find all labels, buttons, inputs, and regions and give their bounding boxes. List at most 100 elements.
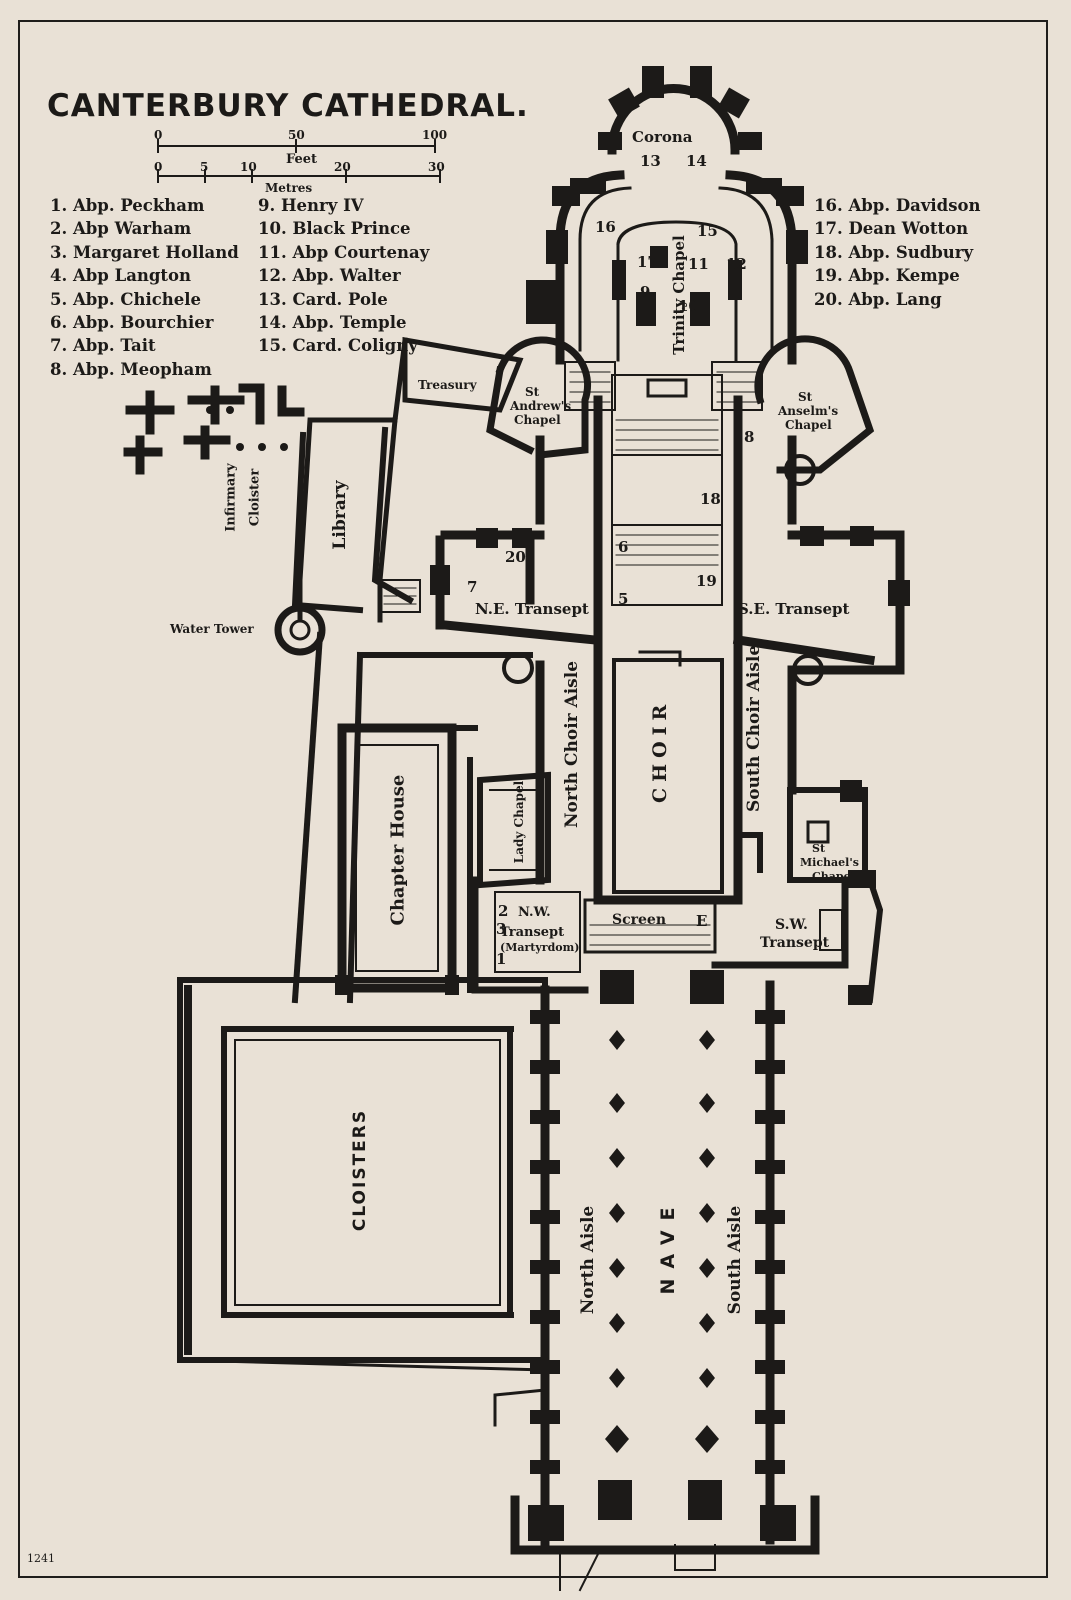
- label-ne-transept: N.E. Transept: [475, 600, 589, 618]
- legend-item: 18. Abp. Sudbury: [814, 242, 974, 262]
- scale-metre-tick-10: 10: [240, 160, 257, 174]
- infirmary-ruins: [123, 383, 305, 475]
- label-chapter-house: Chapter House: [387, 774, 409, 926]
- map-title: CANTERBURY CATHEDRAL.: [47, 88, 529, 124]
- label-nave: NAVE: [657, 1197, 679, 1295]
- plan-number: 2: [498, 902, 509, 920]
- label-treasury: Treasury: [418, 378, 477, 392]
- scale-bar-metres: [157, 169, 441, 183]
- label-st-anselms-1: St: [798, 390, 813, 404]
- scale-feet-label: Feet: [286, 152, 318, 167]
- legend-item: 11. Abp Courtenay: [258, 242, 430, 262]
- scale-feet-tick-0: 0: [154, 128, 163, 142]
- label-st-andrews-1: St: [525, 385, 540, 399]
- nave-aisle-piers: [528, 970, 796, 1541]
- plan-number: 13: [640, 152, 661, 170]
- plan-number: 9: [640, 283, 651, 301]
- label-sw-transept-2: Transept: [760, 935, 830, 951]
- nw-transept: [471, 876, 589, 994]
- legend-item: 8. Abp. Meopham: [50, 359, 212, 379]
- label-south-choir-aisle: South Choir Aisle: [744, 644, 764, 812]
- label-sw-transept-1: S.W.: [775, 917, 808, 933]
- legend-item: 7. Abp. Tait: [50, 336, 156, 356]
- water-tower: [274, 604, 326, 656]
- plan-number: E: [696, 912, 708, 930]
- scale-feet-tick-50: 50: [288, 128, 305, 142]
- scale-bar-feet: [157, 139, 436, 153]
- legend-item: 13. Card. Pole: [258, 289, 388, 309]
- plan-number: 14: [686, 152, 707, 170]
- legend-item: 12. Abp. Walter: [258, 266, 401, 286]
- legend-item: 1. Abp. Peckham: [50, 196, 205, 215]
- scale-metre-tick-30: 30: [428, 160, 445, 174]
- legend-col3: 16. Abp. Davidson 17. Dean Wotton 18. Ab…: [814, 194, 981, 311]
- corona-piers: [526, 66, 808, 326]
- label-cloisters: CLOISTERS: [350, 1108, 370, 1232]
- label-infirmary: Infirmary: [223, 463, 239, 532]
- lady-chapel-walls: [477, 771, 551, 889]
- legend-col1: 1. Abp. Peckham 2. Abp Warham 3. Margare…: [50, 194, 239, 381]
- legend-item: 4. Abp Langton: [50, 266, 192, 286]
- legend-item: 16. Abp. Davidson: [814, 196, 981, 215]
- map-frame: [18, 20, 1048, 1578]
- plan-number: 8: [744, 428, 755, 446]
- legend-item: 10. Black Prince: [258, 219, 411, 239]
- plan-number: 18: [700, 490, 721, 508]
- label-nw-transept-1: N.W.: [518, 905, 551, 920]
- label-st-michaels-3: Chapel: [812, 870, 855, 883]
- choir-stalls: [612, 658, 724, 894]
- scale-metre-tick-20: 20: [334, 160, 351, 174]
- legend-col2: 9. Henry IV 10. Black Prince 11. Abp Cou…: [258, 194, 429, 358]
- scale-metres-label: Metres: [265, 181, 313, 195]
- plan-number: 16: [595, 218, 616, 236]
- label-trinity-chapel: Trinity Chapel: [670, 235, 688, 355]
- plan-number: 17: [637, 253, 658, 271]
- label-choir: CHOIR: [649, 698, 671, 803]
- plan-number: 7: [467, 578, 478, 596]
- label-st-anselms-3: Chapel: [785, 418, 832, 432]
- label-infirmary-cloister: Cloister: [247, 468, 263, 527]
- legend-item: 2. Abp Warham: [50, 219, 192, 239]
- label-screen: Screen: [612, 912, 667, 928]
- label-north-aisle: North Aisle: [578, 1205, 598, 1315]
- plan-number: 3: [496, 920, 507, 938]
- label-st-andrews-3: Chapel: [514, 413, 561, 427]
- plan-number: 10: [678, 297, 699, 315]
- plan-number: 12: [726, 255, 747, 273]
- st-andrews-chapel: [486, 336, 592, 459]
- st-anselms-chapel: [754, 335, 875, 474]
- plan-number: 6: [618, 538, 629, 556]
- label-st-michaels-1: St: [812, 842, 826, 855]
- legend-item: 6. Abp. Bourchier: [50, 312, 214, 332]
- screen: [583, 898, 717, 954]
- label-st-andrews-2: Andrew's: [510, 399, 572, 413]
- legend-item: 9. Henry IV: [258, 196, 364, 215]
- plan-number: 5: [618, 590, 629, 608]
- legend-item: 15. Card. Coligny: [258, 336, 418, 356]
- cloister-arcade: [184, 985, 514, 1355]
- label-water-tower: Water Tower: [170, 622, 254, 636]
- plan-number: 20: [505, 548, 526, 566]
- scale-metre-tick-5: 5: [200, 160, 209, 174]
- nave-columns: [605, 1030, 719, 1453]
- legend-item: 3. Margaret Holland: [50, 242, 239, 262]
- label-st-anselms-2: Anselm's: [778, 404, 839, 418]
- label-corona: Corona: [632, 128, 693, 146]
- label-library: Library: [330, 480, 350, 550]
- label-south-aisle: South Aisle: [725, 1205, 745, 1315]
- legend-item: 14. Abp. Temple: [258, 312, 407, 332]
- sw-transept: [711, 876, 849, 969]
- plan-number: 15: [697, 222, 718, 240]
- treasury-walls: [297, 337, 524, 623]
- label-st-michaels-2: Michael's: [800, 856, 859, 869]
- plan-number: 1: [496, 950, 507, 968]
- plate-number: 1241: [27, 1552, 55, 1565]
- legend-item: 19. Abp. Kempe: [814, 266, 960, 286]
- legend-item: 5. Abp. Chichele: [50, 289, 202, 309]
- plan-number: 11: [688, 255, 709, 273]
- scale-feet-tick-100: 100: [422, 128, 448, 142]
- label-lady-chapel: Lady Chapel: [512, 780, 526, 864]
- label-north-choir-aisle: North Choir Aisle: [562, 660, 582, 828]
- label-se-transept: S.E. Transept: [738, 600, 850, 618]
